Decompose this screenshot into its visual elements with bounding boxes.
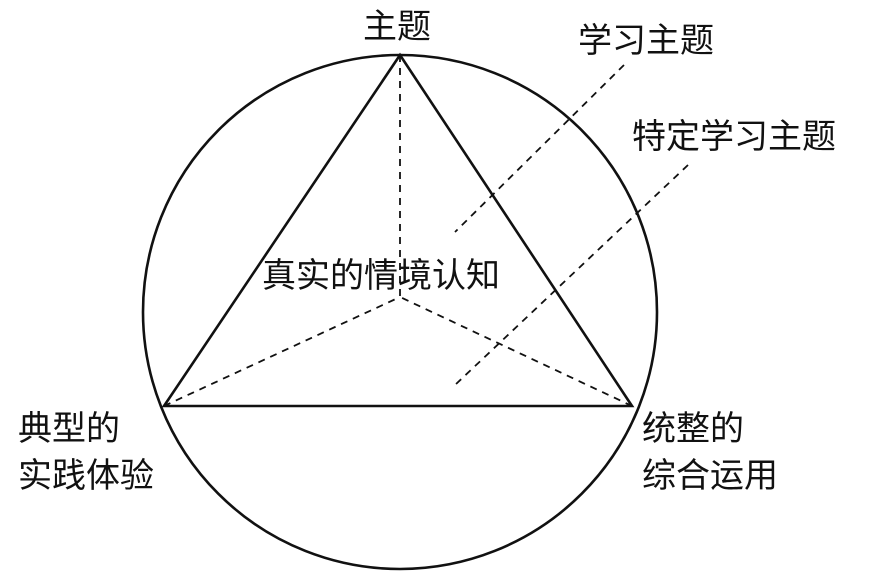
label-left-line2: 实践体验	[18, 456, 154, 496]
dashed-pointer-specific-topic	[454, 164, 689, 386]
label-learning-topic: 学习主题	[578, 21, 714, 61]
dashed-left-to-center	[163, 296, 401, 407]
label-specific-learning-topic: 特定学习主题	[632, 117, 836, 157]
label-top-topic: 主题	[363, 7, 431, 47]
dashed-pointer-learning-topic	[454, 64, 625, 233]
label-right-line1: 统整的	[642, 409, 744, 449]
main-triangle	[161, 52, 635, 408]
label-right-line2: 综合运用	[642, 456, 778, 496]
outer-circle	[141, 53, 659, 571]
label-center-situated-cognition: 真实的情境认知	[262, 256, 500, 296]
label-left-line1: 典型的	[18, 409, 120, 449]
dashed-right-to-center	[399, 296, 633, 407]
